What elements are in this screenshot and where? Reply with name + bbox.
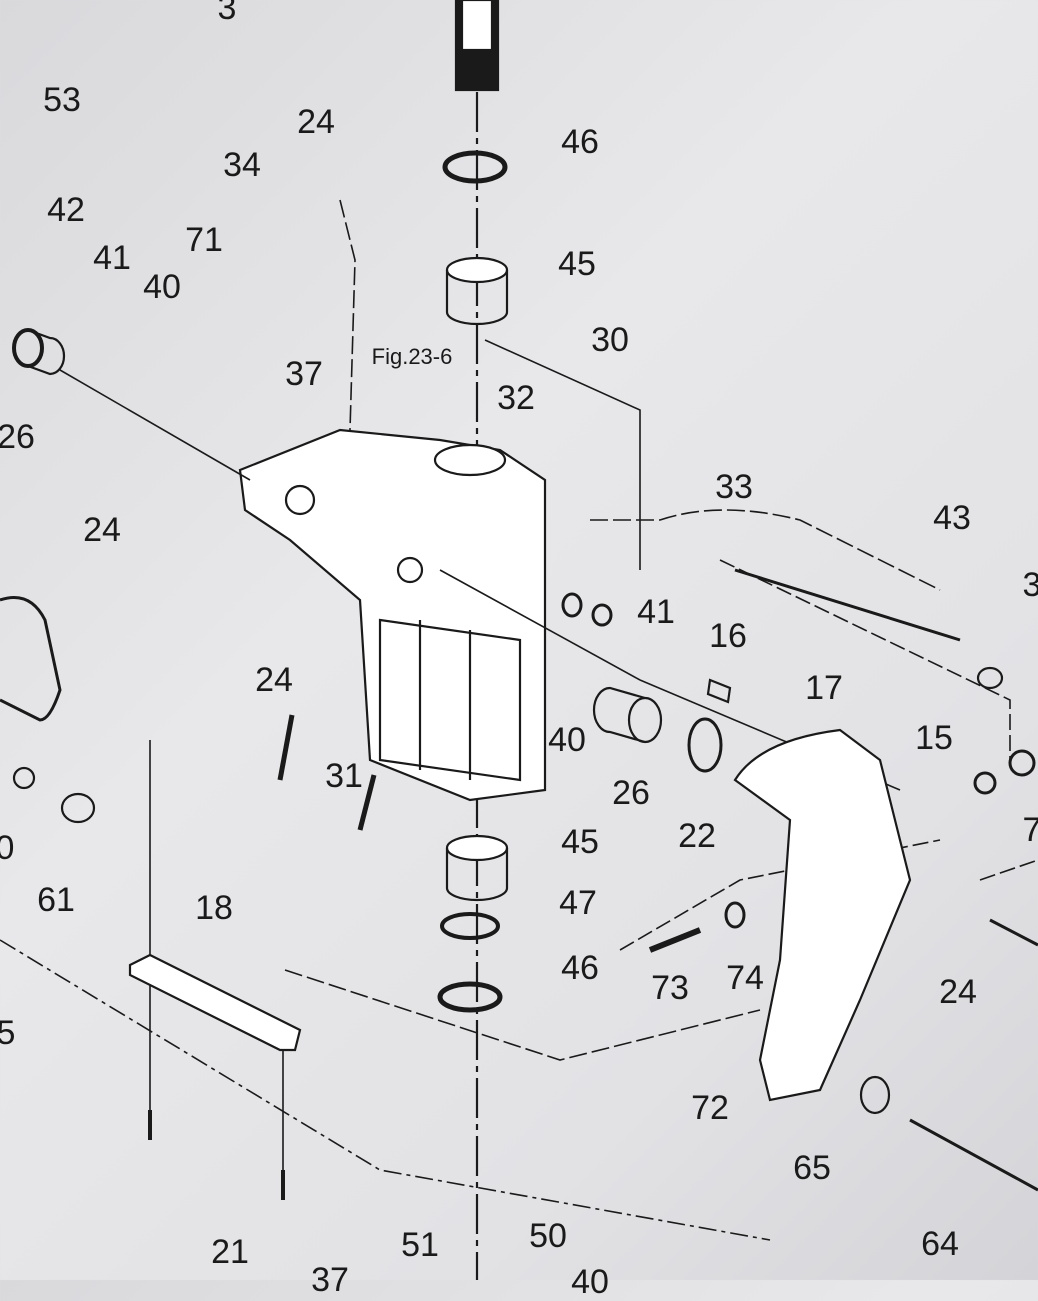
callout-40: 40 [571,1263,609,1301]
callout-40: 40 [548,721,586,759]
callout-24: 24 [297,103,335,141]
washer-22 [687,717,723,773]
callout-46: 46 [561,949,599,987]
washer-41 [591,603,613,627]
bushing-26-left [12,328,66,376]
callout-41: 41 [637,593,675,631]
bolt-73 [648,927,702,953]
callout-45: 45 [561,823,599,861]
bushing-26-right [592,686,663,744]
washer-74 [724,901,746,929]
callout-42: 42 [47,191,85,229]
callout-34: 34 [223,146,261,184]
callout-24: 24 [255,661,293,699]
washer-40 [561,592,583,618]
callout-64: 64 [921,1225,959,1263]
callout-22: 22 [678,817,716,855]
callout-fig-23-6: Fig.23-6 [371,344,453,369]
plate-18 [128,953,302,1052]
washer-46-top [442,150,508,184]
rod-64 [909,1118,1038,1192]
callout-33: 33 [715,468,753,506]
callout-16: 16 [709,617,747,655]
bushing-61 [12,766,96,824]
bushing-65 [859,1075,891,1115]
callout-31: 31 [325,757,363,795]
bushing-45-bottom [445,834,509,902]
bushing-45-top [445,256,509,326]
clamp-bracket-15 [733,728,912,1102]
callout-46: 46 [561,123,599,161]
callout-3: 3 [1022,566,1038,604]
callout-24: 24 [83,511,121,549]
callout-7: 7 [1022,811,1038,849]
callout-61: 61 [37,881,75,919]
callout-26: 26 [612,774,650,812]
callout-71: 71 [185,221,223,259]
callout-21: 21 [211,1233,249,1271]
callout-17: 17 [805,669,843,707]
callout-53: 53 [43,81,81,119]
washer-47 [440,912,500,940]
washer-46-bottom [437,981,503,1013]
callout-26: 26 [0,418,35,456]
callout-32: 32 [497,379,535,417]
callout-45: 45 [558,245,596,283]
callout-37: 37 [311,1261,349,1299]
pin-16 [706,678,732,704]
swivel-bracket [238,428,547,802]
callout-40: 40 [143,268,181,306]
callout-37: 37 [285,355,323,393]
callout-51: 51 [401,1226,439,1264]
callout-41: 41 [93,239,131,277]
callout-74: 74 [726,959,764,997]
callout-0: 0 [0,829,15,867]
seal-outline [0,596,62,722]
callout-15: 15 [915,719,953,757]
callout-47: 47 [559,884,597,922]
callout-72: 72 [691,1089,729,1127]
callout-30: 30 [591,321,629,359]
callout-24: 24 [939,973,977,1011]
callout-43: 43 [933,499,971,537]
callout-50: 50 [529,1217,567,1255]
callout-18: 18 [195,889,233,927]
callout-73: 73 [651,969,689,1007]
callout-3: 3 [217,0,237,27]
callout-65: 65 [793,1149,831,1187]
callout-5: 5 [0,1014,16,1052]
